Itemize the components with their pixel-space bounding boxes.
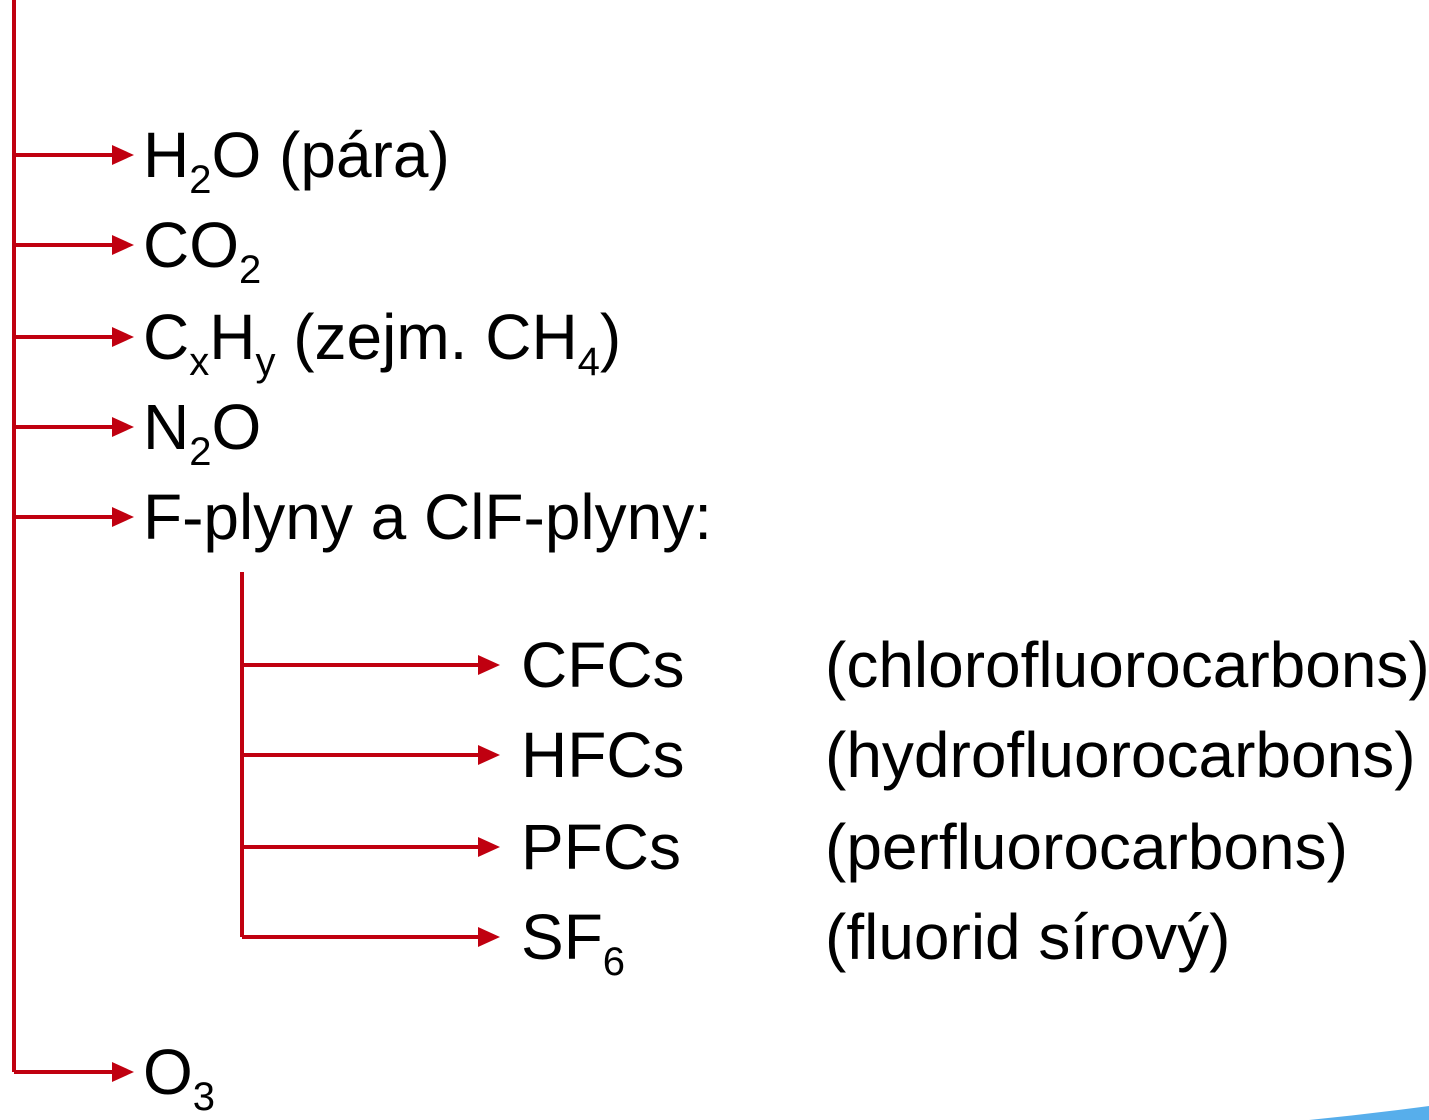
formula-text: CO — [143, 209, 239, 281]
formula-text: HFCs — [521, 719, 685, 791]
sub-arrowhead-pfcs — [478, 837, 500, 857]
label-o3: O3 — [143, 1040, 215, 1117]
formula-text: CFCs — [521, 629, 685, 701]
formula-text: H — [209, 301, 256, 373]
label-co2: CO2 — [143, 213, 261, 290]
formula-text: H — [143, 119, 190, 191]
formula-text: O — [211, 391, 262, 463]
description-hfcs: (hydrofluorocarbons) — [825, 719, 1416, 791]
decorative-swoosh — [1309, 1106, 1429, 1120]
formula-text: O (pára) — [211, 119, 450, 191]
formula-text: SF — [521, 901, 603, 973]
label-f-plyny: F-plyny a ClF-plyny: — [143, 485, 712, 549]
description-pfcs: (perfluorocarbons) — [825, 811, 1348, 883]
sub-arrowhead-hfcs — [478, 745, 500, 765]
formula-text: F-plyny a ClF-plyny: — [143, 481, 712, 553]
formula-text: (zejm. CH — [275, 301, 578, 373]
formula-text: C — [143, 301, 190, 373]
subscript: 6 — [602, 940, 626, 984]
label-h2o: H2O (pára) — [143, 123, 450, 200]
label-hfcs: HFCs — [521, 723, 685, 787]
arrowhead-cxhy — [112, 327, 134, 347]
label-cxhy: CxHy (zejm. CH4) — [143, 305, 621, 382]
subscript: 2 — [189, 158, 212, 202]
label-n2o: N2O — [143, 395, 261, 472]
label-cfcs: CFCs — [521, 633, 685, 697]
subscript: x — [189, 340, 210, 384]
description-sf6: (fluorid sírový) — [825, 901, 1231, 973]
formula-text: ) — [599, 301, 622, 373]
subscript: 2 — [239, 248, 262, 292]
formula-text: O — [143, 1036, 193, 1108]
sub-arrowhead-sf6 — [478, 927, 500, 947]
subscript: 3 — [192, 1075, 216, 1119]
label-pfcs: PFCs — [521, 815, 681, 879]
formula-text: N — [143, 391, 190, 463]
formula-text: PFCs — [521, 811, 681, 883]
label-sf6: SF6 — [521, 905, 625, 982]
arrowhead-n2o — [112, 417, 134, 437]
subscript: 4 — [577, 340, 600, 384]
arrowhead-co2 — [112, 235, 134, 255]
arrowhead-f-plyny — [112, 507, 134, 527]
arrowhead-h2o — [112, 145, 134, 165]
arrowhead-o3 — [112, 1062, 134, 1082]
sub-arrowhead-cfcs — [478, 655, 500, 675]
subscript: 2 — [189, 430, 212, 474]
description-cfcs: (chlorofluorocarbons) — [825, 629, 1429, 701]
subscript: y — [255, 340, 276, 384]
